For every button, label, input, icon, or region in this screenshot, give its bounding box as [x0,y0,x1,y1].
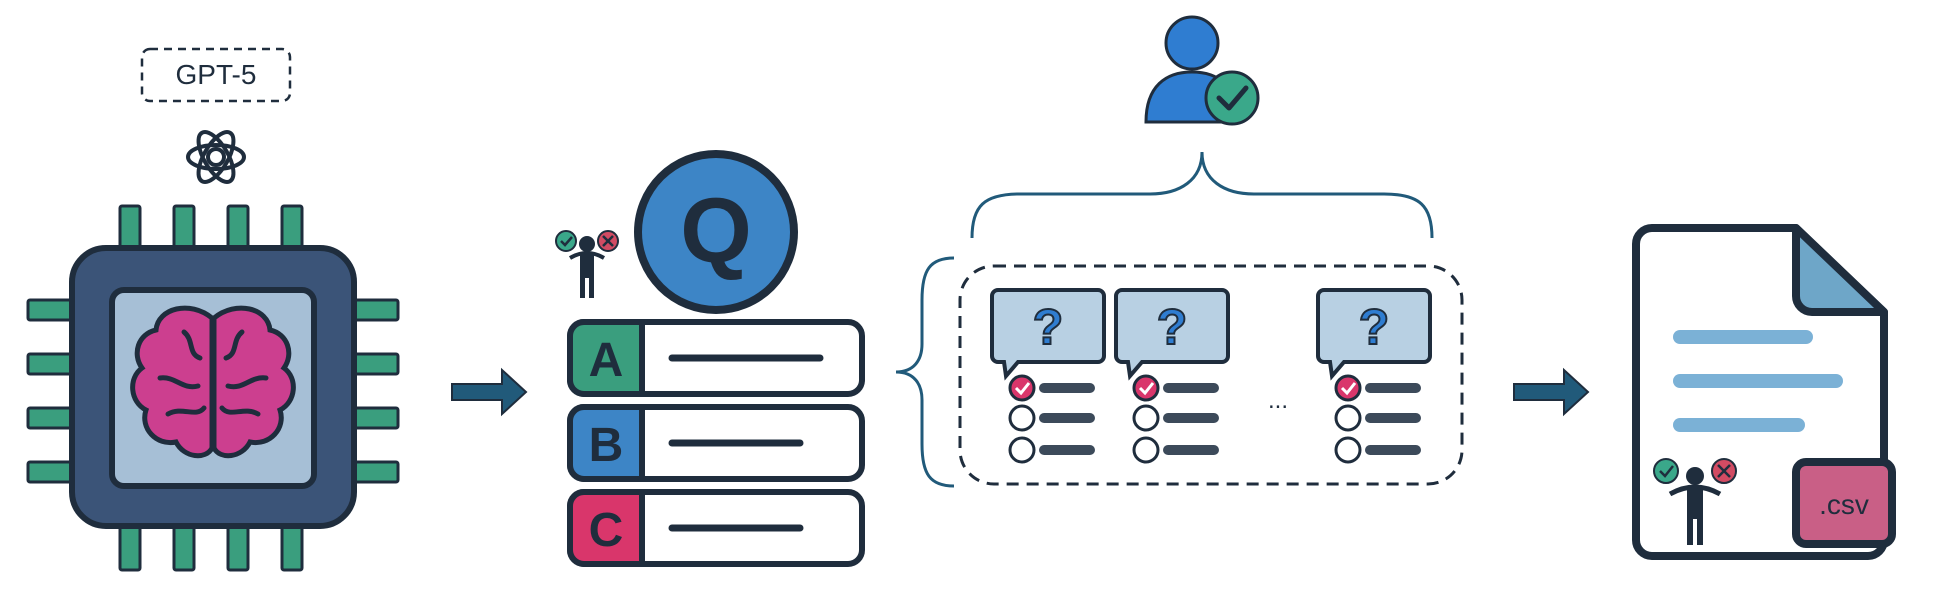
question-mark-icon: ? [1033,299,1064,355]
csv-label: .csv [1819,489,1869,520]
check-circle-icon [1132,374,1160,402]
option-c: C [567,489,865,567]
left-brace [895,256,955,488]
question-bank-section: Q A B C [555,150,865,567]
check-circle-icon [1008,374,1036,402]
model-section: GPT-5 [26,47,400,572]
arrow-right-icon [1513,367,1590,417]
question-card: ? [990,288,1106,464]
model-label-box [140,47,292,103]
check-circle-icon [1334,374,1362,402]
generated-questions-section: ? ? ... ? [958,264,1464,486]
question-mark-icon: ? [1157,299,1188,355]
openai-logo-icon [186,130,246,184]
q-badge-letter: Q [680,180,752,282]
brain-icon [130,305,296,459]
option-a: A [567,319,865,397]
person-judging-correct-incorrect-icon [1653,458,1737,545]
user-verified-icon [1144,15,1260,126]
q-badge: Q [634,150,798,314]
ellipsis: ... [1268,387,1288,414]
option-c-letter: C [589,504,624,557]
reviewer-section [895,15,1434,488]
option-b-letter: B [589,419,624,472]
question-card: ? [1316,288,1432,464]
csv-badge: .csv [1792,458,1896,548]
model-label: GPT-5 [176,59,257,90]
option-b: B [567,404,865,482]
arrow-right-icon [451,367,528,417]
question-mark-icon: ? [1359,299,1390,355]
top-brace [970,151,1434,239]
output-section: .csv [1632,224,1896,560]
person-judging-correct-incorrect-icon [555,230,619,298]
question-card: ? [1114,288,1230,464]
questions-dashed-box [958,264,1464,486]
option-a-letter: A [589,334,624,387]
